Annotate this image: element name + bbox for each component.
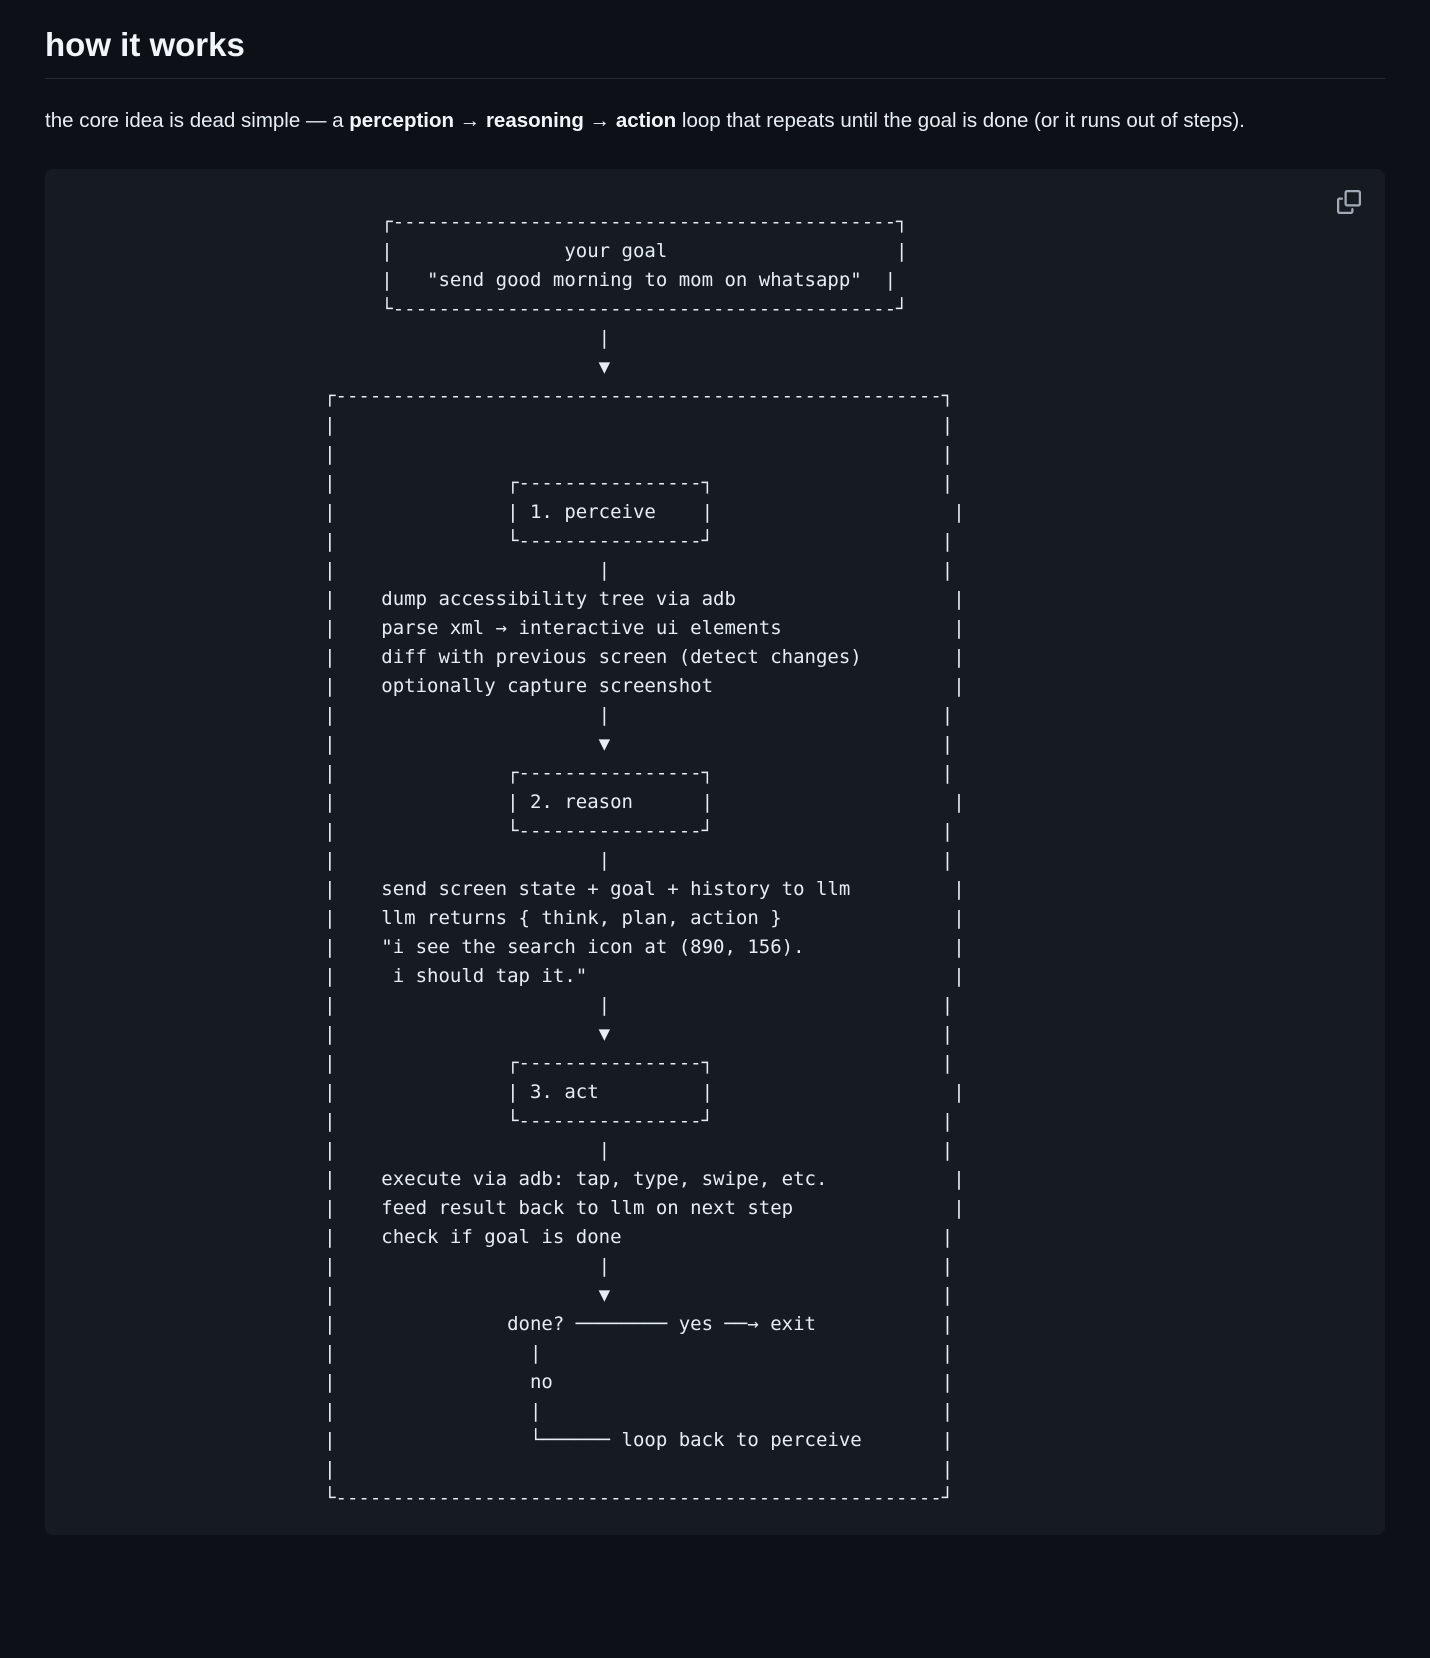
intro-bold-reasoning: reasoning	[485, 109, 584, 132]
page-title: how it works	[45, 26, 1385, 79]
ascii-art: ┌---------------------------------------…	[324, 210, 965, 1509]
intro-paragraph: the core idea is dead simple — a percept…	[45, 103, 1325, 139]
copy-icon	[1337, 189, 1363, 214]
intro-bold-action: action	[615, 109, 677, 132]
copy-button[interactable]	[1333, 185, 1367, 219]
right-arrow-icon: →	[454, 109, 486, 132]
page: how it works the core idea is dead simpl…	[45, 26, 1385, 1535]
intro-text-end: loop that repeats until the goal is done…	[676, 109, 1245, 132]
intro-text-start: the core idea is dead simple — a	[45, 109, 350, 132]
right-arrow-icon: →	[583, 109, 616, 132]
code-block: ┌---------------------------------------…	[45, 168, 1385, 1535]
intro-bold-perception: perception	[349, 109, 455, 132]
